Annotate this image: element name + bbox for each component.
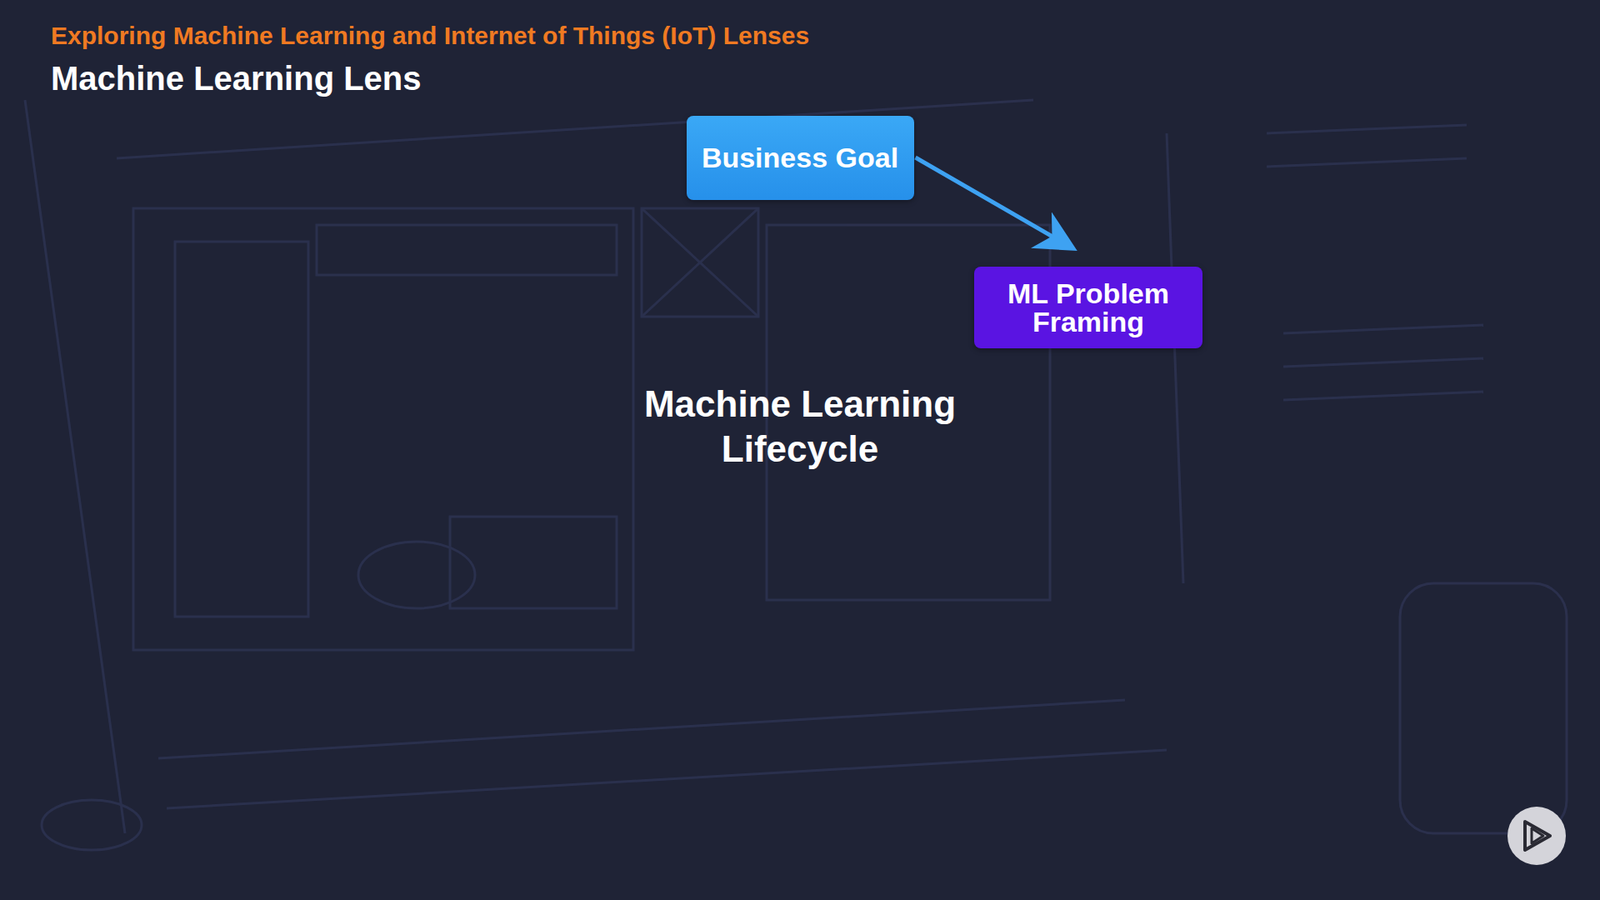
center-label: Machine Learning Lifecycle	[633, 381, 967, 472]
box-label: ML Problem Framing	[987, 279, 1190, 336]
process-box: Business Goal	[686, 115, 915, 200]
box-label: Business Goal	[701, 143, 899, 172]
process-box: ML Problem Framing	[974, 266, 1203, 349]
arrow-connector	[915, 157, 1071, 247]
slide-subtitle: Machine Learning Lens	[50, 60, 422, 98]
slide-title: Exploring Machine Learning and Internet …	[50, 21, 810, 50]
